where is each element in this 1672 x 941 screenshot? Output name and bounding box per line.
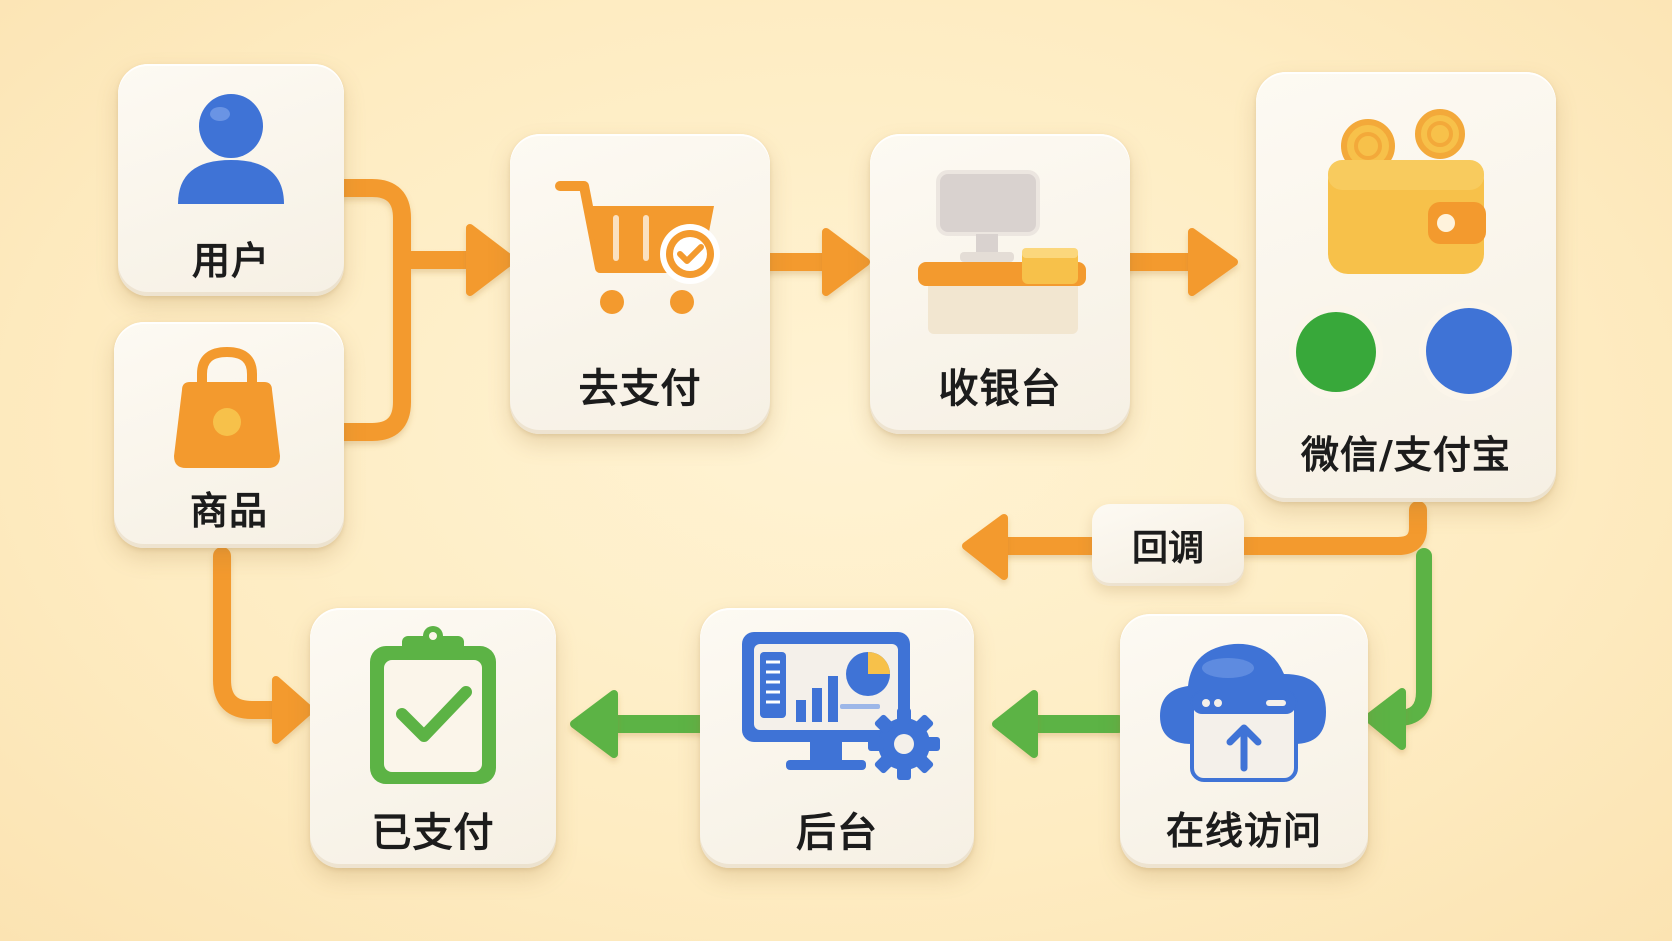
node-product: 商品 <box>114 322 344 548</box>
node-paid-label: 已支付 <box>371 810 495 856</box>
cloud-upload-icon <box>1160 643 1326 782</box>
arrowhead-cashier <box>822 228 870 296</box>
shopping-bag-icon <box>174 346 280 468</box>
clipboard-check-icon <box>370 626 496 784</box>
user-icon <box>178 94 284 204</box>
shopping-cart-check-icon <box>555 181 720 314</box>
wechat-pay-icon <box>1289 305 1383 399</box>
arrowhead-callback <box>962 514 1008 580</box>
arrowhead-wallet <box>1188 228 1238 296</box>
arrowhead-paid-from-product <box>272 676 314 744</box>
node-cashier: 收银台 <box>870 134 1130 434</box>
node-user: 用户 <box>118 64 344 296</box>
edge-product-to-merge <box>331 241 411 441</box>
node-cashier-label: 收银台 <box>938 366 1062 412</box>
node-go-pay-label: 去支付 <box>578 366 702 412</box>
arrowhead-online <box>1364 688 1406 750</box>
arrowhead-go-pay <box>466 224 516 296</box>
node-wallet-label: 微信/支付宝 <box>1301 433 1511 477</box>
arrowhead-paid <box>570 690 618 758</box>
node-go-pay: 去支付 <box>510 134 770 434</box>
node-backend: 后台 <box>700 608 974 868</box>
node-backend-label: 后台 <box>796 810 878 856</box>
edge-user-to-merge <box>331 179 411 259</box>
alipay-icon <box>1419 301 1519 401</box>
edge-callback-label: 回调 <box>1092 504 1244 586</box>
monitor-dashboard-gear-icon <box>742 632 940 780</box>
wallet-icon <box>1328 109 1486 274</box>
arrowhead-backend <box>992 690 1038 758</box>
node-user-label: 用户 <box>191 239 270 283</box>
node-wallet: 微信/支付宝 <box>1256 72 1556 502</box>
cashier-counter-icon <box>918 170 1086 334</box>
edge-callback <box>991 501 1427 555</box>
edge-product-to-paid <box>213 547 285 719</box>
node-online: 在线访问 <box>1120 614 1368 868</box>
node-product-label: 商品 <box>189 489 268 533</box>
node-paid: 已支付 <box>310 608 556 868</box>
node-online-label: 在线访问 <box>1165 809 1322 853</box>
